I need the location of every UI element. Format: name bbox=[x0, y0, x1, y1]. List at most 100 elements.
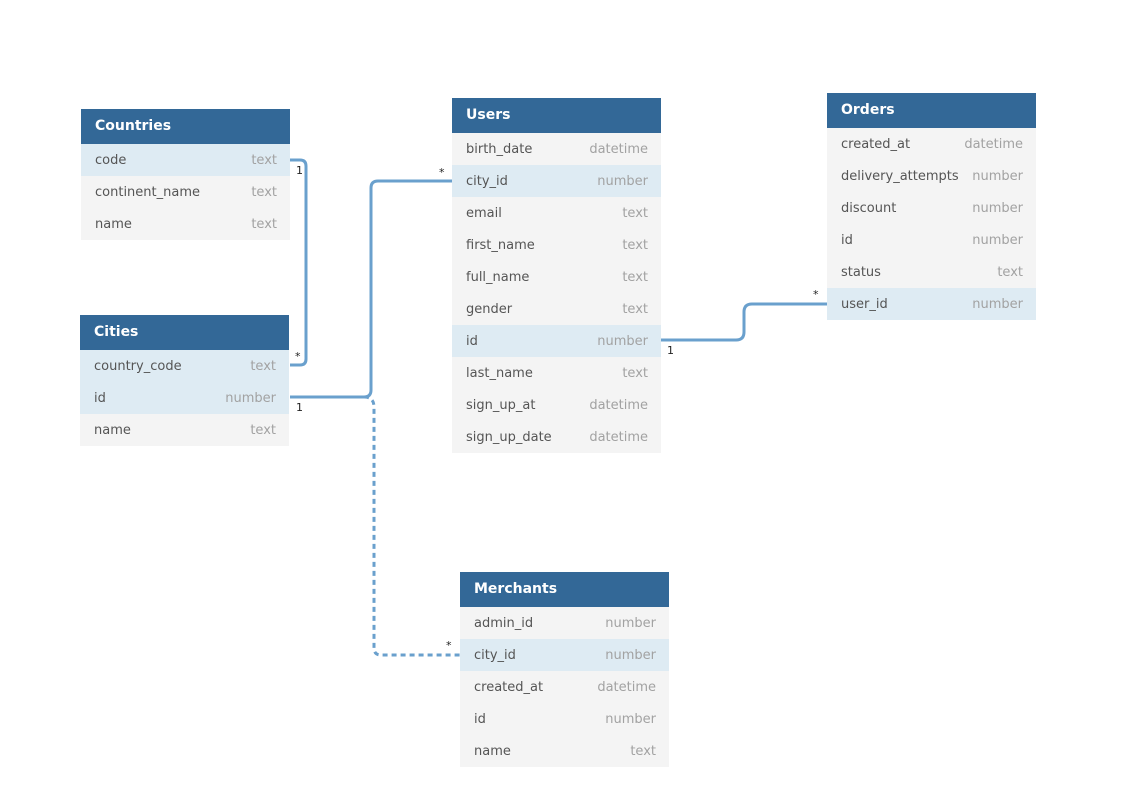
table-cities[interactable]: Cities country_code text id number name … bbox=[80, 315, 289, 446]
column-type: number bbox=[972, 296, 1023, 312]
column-name: status bbox=[841, 264, 881, 280]
column-type: text bbox=[250, 358, 276, 374]
card-cities-countries-one: 1 bbox=[296, 164, 303, 177]
column-type: text bbox=[997, 264, 1023, 280]
column-row[interactable]: sign_up_at datetime bbox=[452, 389, 661, 421]
column-row[interactable]: birth_date datetime bbox=[452, 133, 661, 165]
column-type: text bbox=[251, 184, 277, 200]
column-name: created_at bbox=[474, 679, 544, 695]
column-type: datetime bbox=[589, 141, 648, 157]
column-type: text bbox=[251, 216, 277, 232]
column-row[interactable]: city_id number bbox=[460, 639, 669, 671]
column-row[interactable]: last_name text bbox=[452, 357, 661, 389]
card-cities-countries-many: * bbox=[295, 350, 301, 363]
column-row[interactable]: created_at datetime bbox=[827, 128, 1036, 160]
table-title-users[interactable]: Users bbox=[452, 98, 661, 133]
column-name: first_name bbox=[466, 237, 535, 253]
card-merchants-cities-many: * bbox=[446, 639, 452, 652]
column-name: created_at bbox=[841, 136, 911, 152]
column-row[interactable]: name text bbox=[80, 414, 289, 446]
table-users[interactable]: Users birth_date datetime city_id number… bbox=[452, 98, 661, 453]
column-type: datetime bbox=[589, 429, 648, 445]
column-name: id bbox=[466, 333, 478, 349]
column-name: id bbox=[474, 711, 486, 727]
column-row[interactable]: user_id number bbox=[827, 288, 1036, 320]
column-name: last_name bbox=[466, 365, 533, 381]
column-row[interactable]: code text bbox=[81, 144, 290, 176]
column-type: text bbox=[622, 365, 648, 381]
column-name: discount bbox=[841, 200, 897, 216]
column-type: datetime bbox=[589, 397, 648, 413]
column-row[interactable]: full_name text bbox=[452, 261, 661, 293]
column-row[interactable]: sign_up_date datetime bbox=[452, 421, 661, 453]
column-row[interactable]: city_id number bbox=[452, 165, 661, 197]
column-type: number bbox=[225, 390, 276, 406]
column-type: number bbox=[605, 615, 656, 631]
column-name: birth_date bbox=[466, 141, 533, 157]
column-name: email bbox=[466, 205, 502, 221]
table-title-countries[interactable]: Countries bbox=[81, 109, 290, 144]
column-name: id bbox=[841, 232, 853, 248]
column-name: sign_up_date bbox=[466, 429, 552, 445]
column-name: admin_id bbox=[474, 615, 534, 631]
column-name: continent_name bbox=[95, 184, 200, 200]
column-type: text bbox=[251, 152, 277, 168]
column-type: text bbox=[622, 301, 648, 317]
column-type: number bbox=[605, 647, 656, 663]
column-type: number bbox=[972, 168, 1023, 184]
column-name: city_id bbox=[474, 647, 516, 663]
column-name: city_id bbox=[466, 173, 508, 189]
column-type: number bbox=[972, 200, 1023, 216]
column-type: text bbox=[250, 422, 276, 438]
column-row[interactable]: id number bbox=[80, 382, 289, 414]
column-row[interactable]: admin_id number bbox=[460, 607, 669, 639]
column-name: user_id bbox=[841, 296, 888, 312]
column-name: full_name bbox=[466, 269, 530, 285]
table-title-merchants[interactable]: Merchants bbox=[460, 572, 669, 607]
column-row[interactable]: delivery_attempts number bbox=[827, 160, 1036, 192]
column-row[interactable]: first_name text bbox=[452, 229, 661, 261]
column-row[interactable]: gender text bbox=[452, 293, 661, 325]
column-type: text bbox=[622, 269, 648, 285]
column-name: code bbox=[95, 152, 127, 168]
column-name: country_code bbox=[94, 358, 182, 374]
column-row[interactable]: name text bbox=[81, 208, 290, 240]
column-row[interactable]: id number bbox=[452, 325, 661, 357]
table-orders[interactable]: Orders created_at datetime delivery_atte… bbox=[827, 93, 1036, 320]
column-row[interactable]: id number bbox=[827, 224, 1036, 256]
table-merchants[interactable]: Merchants admin_id number city_id number… bbox=[460, 572, 669, 767]
column-row[interactable]: name text bbox=[460, 735, 669, 767]
column-row[interactable]: country_code text bbox=[80, 350, 289, 382]
column-name: id bbox=[94, 390, 106, 406]
column-type: text bbox=[622, 237, 648, 253]
card-users-cities-many: * bbox=[439, 166, 445, 179]
column-name: name bbox=[94, 422, 131, 438]
link-cities-countries bbox=[290, 158, 308, 367]
column-type: number bbox=[605, 711, 656, 727]
table-countries[interactable]: Countries code text continent_name text … bbox=[81, 109, 290, 240]
column-name: name bbox=[95, 216, 132, 232]
column-name: delivery_attempts bbox=[841, 168, 959, 184]
column-type: number bbox=[597, 173, 648, 189]
column-type: text bbox=[622, 205, 648, 221]
card-users-cities-one: 1 bbox=[296, 401, 303, 414]
card-orders-users-many: * bbox=[813, 288, 819, 301]
column-type: number bbox=[972, 232, 1023, 248]
column-row[interactable]: email text bbox=[452, 197, 661, 229]
column-name: name bbox=[474, 743, 511, 759]
card-orders-users-one: 1 bbox=[667, 344, 674, 357]
column-type: text bbox=[630, 743, 656, 759]
link-orders-users bbox=[661, 302, 827, 342]
column-name: sign_up_at bbox=[466, 397, 536, 413]
link-users-cities bbox=[290, 179, 452, 399]
table-title-cities[interactable]: Cities bbox=[80, 315, 289, 350]
column-row[interactable]: continent_name text bbox=[81, 176, 290, 208]
column-row[interactable]: discount number bbox=[827, 192, 1036, 224]
column-type: datetime bbox=[597, 679, 656, 695]
table-title-orders[interactable]: Orders bbox=[827, 93, 1036, 128]
column-row[interactable]: status text bbox=[827, 256, 1036, 288]
column-row[interactable]: created_at datetime bbox=[460, 671, 669, 703]
link-merchants-cities bbox=[363, 395, 460, 657]
column-row[interactable]: id number bbox=[460, 703, 669, 735]
